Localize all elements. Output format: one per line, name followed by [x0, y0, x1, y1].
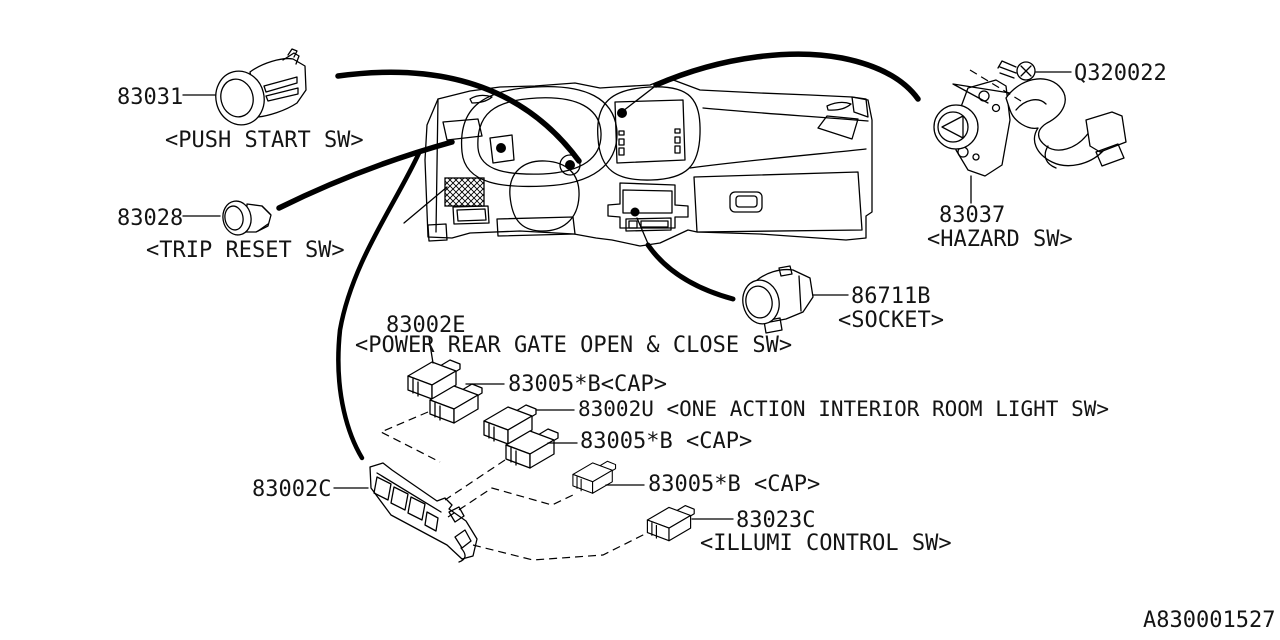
part-label-illumi-control-sw: <ILLUMI CONTROL SW>: [700, 531, 952, 556]
hazard-switch-drawing: [933, 60, 1127, 177]
part-label-power-rear-gate-sw: <POWER REAR GATE OPEN & CLOSE SW>: [355, 333, 792, 358]
push-start-switch-drawing: [215, 48, 307, 126]
part-number-83031: 83031: [117, 85, 183, 110]
dashboard-illustration: [424, 77, 873, 247]
part-callout-cap-mid: 83005*B <CAP>: [580, 429, 752, 454]
part-callout-cap-bottom: 83005*B <CAP>: [648, 472, 820, 497]
center-screen: [597, 86, 701, 181]
trip-reset-location-dot: [496, 143, 506, 153]
assembly-dashed-lines: [379, 411, 646, 561]
push-start-pointer-curve: [335, 69, 582, 164]
trip-reset-switch-drawing: [222, 200, 272, 236]
pointer-curves: [276, 51, 921, 461]
hazard-button-face: [933, 104, 979, 150]
room-light-switch-drawing: [483, 404, 559, 469]
right-vent: [817, 115, 859, 140]
part-label-socket: <SOCKET>: [838, 308, 944, 333]
panel-83002c-drawing: [369, 462, 478, 563]
drawing-number: A830001527: [1143, 608, 1275, 633]
socket-location-dot: [630, 207, 640, 217]
hazard-triangle-icon: [941, 115, 964, 139]
push-start-location-dot: [565, 160, 575, 170]
part-number-83002e: 83002E: [386, 313, 465, 338]
part-label-trip-reset-sw: <TRIP RESET SW>: [146, 238, 345, 263]
trip-reset-pointer-curve: [276, 139, 455, 211]
rear-gate-switch-drawing: [407, 359, 483, 424]
socket-drawing: [742, 265, 814, 334]
part-number-83023c: 83023C: [736, 508, 815, 533]
leader-lines: [182, 71, 1072, 520]
part-number-q320022: Q320022: [1074, 61, 1167, 86]
glovebox: [693, 171, 863, 233]
part-number-83002c: 83002C: [252, 477, 331, 502]
glovebox-handle: [729, 191, 763, 213]
illumi-switch-drawing: [646, 505, 695, 542]
screw-drawing: [997, 60, 1036, 81]
part-number-83037: 83037: [939, 203, 1005, 228]
cluster-hood: [460, 85, 618, 188]
text-callouts: 83031 <PUSH START SW> 83028 <TRIP RESET …: [117, 61, 1275, 633]
center-stack: [607, 182, 689, 229]
steering-column: [509, 160, 580, 232]
part-label-hazard-sw: <HAZARD SW>: [927, 227, 1073, 252]
push-start-location-ring: [559, 154, 581, 176]
speaker-grille: [444, 177, 485, 207]
part-callout-room-light-sw: 83002U <ONE ACTION INTERIOR ROOM LIGHT S…: [578, 397, 1109, 421]
part-number-83028: 83028: [117, 206, 183, 231]
cap-switch-drawing: [572, 460, 617, 494]
hazard-pointer-curve: [653, 51, 921, 102]
part-callout-cap-top: 83005*B<CAP>: [508, 372, 667, 397]
panel-pointer-curve: [336, 150, 422, 461]
part-number-86711b: 86711B: [851, 284, 930, 309]
socket-pointer-curve: [645, 242, 736, 302]
part-label-push-start-sw: <PUSH START SW>: [165, 128, 364, 153]
